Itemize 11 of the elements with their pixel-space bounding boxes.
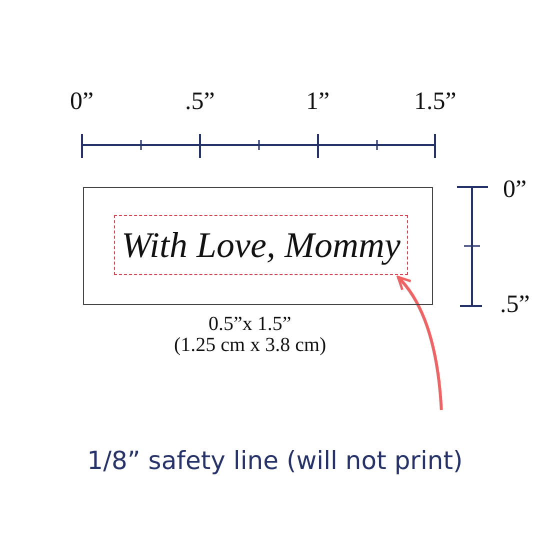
dimension-label: 1.5” — [414, 88, 456, 116]
label-outline — [83, 187, 433, 305]
arrow — [396, 276, 443, 410]
dimension-label: 0” — [70, 88, 94, 116]
size-caption: 0.5”x 1.5” — [208, 313, 292, 335]
dimension-label: .5” — [185, 88, 215, 116]
dimension-label: 0” — [503, 176, 527, 204]
dimension-label: 1” — [306, 88, 330, 116]
callout-note: 1/8” safety line (will not print) — [15, 438, 535, 482]
dimension-label: .5” — [500, 291, 530, 319]
size-caption: (1.25 cm x 3.8 cm) — [174, 334, 326, 356]
